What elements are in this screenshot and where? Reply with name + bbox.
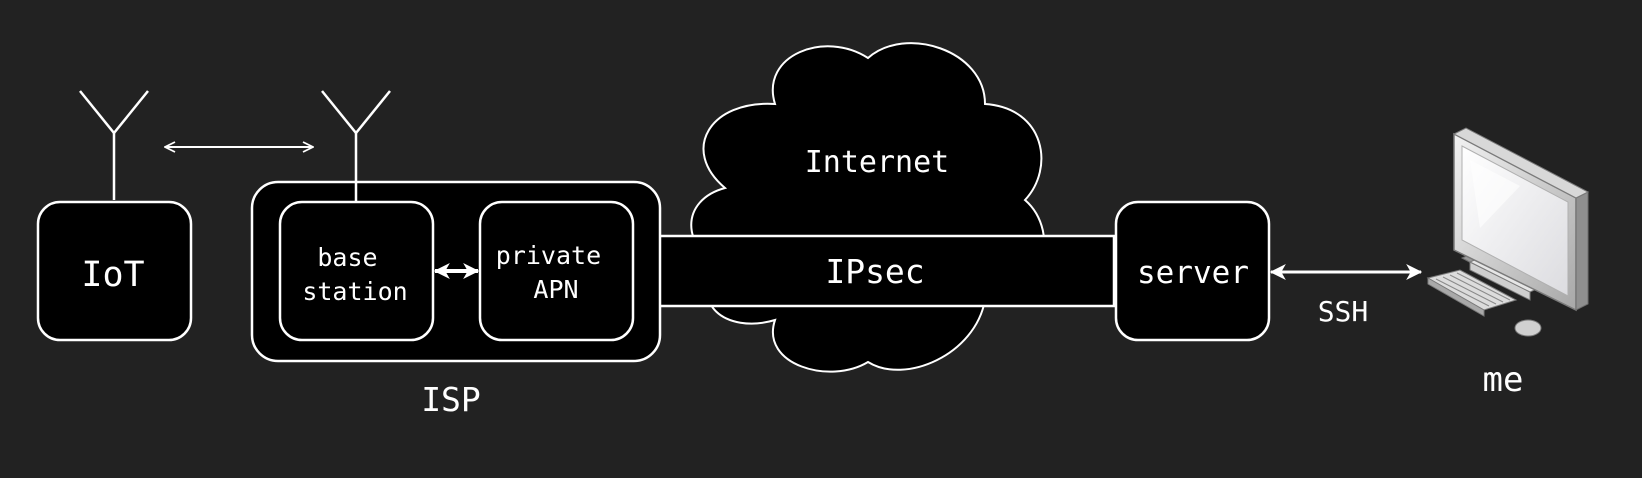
server-label: server bbox=[1137, 255, 1249, 291]
private-apn-box bbox=[478, 200, 635, 342]
iot-device-box bbox=[36, 200, 193, 342]
desktop-computer-icon bbox=[1426, 127, 1590, 337]
antenna-icon bbox=[79, 90, 149, 200]
ssh-label: SSH bbox=[1318, 295, 1369, 328]
internet-cloud bbox=[690, 42, 1046, 373]
ipsec-tunnel bbox=[630, 234, 1116, 308]
base-station-box bbox=[278, 200, 435, 342]
iot-label: IoT bbox=[81, 255, 144, 295]
private-apn-line-1: private bbox=[496, 241, 601, 270]
base-station-label: base station bbox=[302, 243, 407, 306]
server-box bbox=[1114, 200, 1271, 342]
isp-label: ISP bbox=[421, 380, 481, 419]
private-apn-line-2: APN bbox=[533, 275, 578, 304]
antenna-icon bbox=[321, 90, 391, 202]
internet-label: Internet bbox=[805, 145, 950, 180]
ipsec-label: IPsec bbox=[825, 252, 924, 291]
me-label: me bbox=[1483, 360, 1524, 400]
base-station-line-2: station bbox=[302, 277, 407, 306]
base-station-line-1: base bbox=[317, 243, 377, 272]
private-apn-label: private APN bbox=[496, 241, 616, 304]
